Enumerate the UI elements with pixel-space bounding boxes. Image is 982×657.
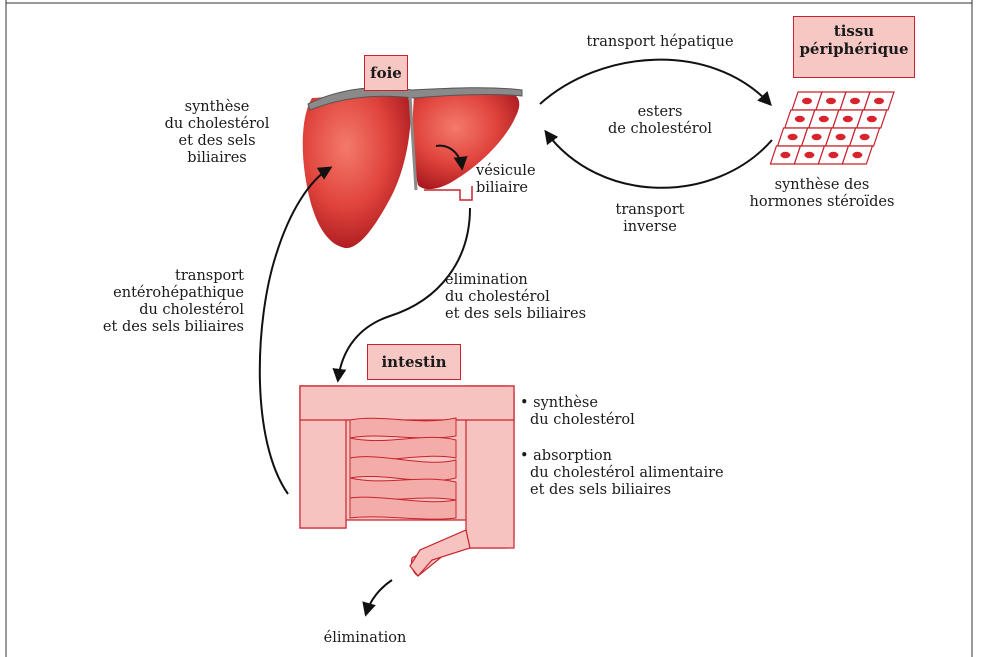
label-synthese-hormones: synthèse des hormones stéroïdes [742,177,902,211]
label-elimination-bile: élimination du cholestérol et des sels b… [445,272,586,323]
arrow-transport-inverse [546,132,772,188]
liver-box: foie [364,55,408,91]
liver-left-lobe [303,92,411,248]
label-vesicule: vésicule biliaire [476,163,536,197]
tissue-cell-nucleus [780,152,790,158]
tissue-cell-nucleus [788,134,798,140]
label-synthese-foie: synthèse du cholestérol et des sels bili… [152,99,282,167]
label-transport-hepatique: transport hépatique [570,34,750,51]
tissue-cell-nucleus [836,134,846,140]
arrow-elimination-final [366,580,392,614]
label-elimination: élimination [300,630,430,647]
tissue-cell-nucleus [802,98,812,104]
label-transport-inverse: transport inverse [590,202,710,236]
tissue-cell-nucleus [850,98,860,104]
tissue-cell-nucleus [874,98,884,104]
label-esters: esters de cholestérol [590,104,730,138]
tissue-cell-nucleus [860,134,870,140]
tissue-cell-nucleus [826,98,836,104]
tissue-cell-nucleus [843,116,853,122]
tissue-cell-nucleus [852,152,862,158]
tissue-cell-nucleus [804,152,814,158]
arrow-transport-hepatique [540,60,770,104]
intestine-illustration [300,386,514,576]
tissue-cell-nucleus [867,116,877,122]
tissue-cell-nucleus [812,134,822,140]
peripheral-tissue-grid [770,92,894,164]
label-enterohepatique: transport entérohépathique du cholestéro… [40,268,244,336]
tissue-box: tissu périphérique [793,16,915,78]
tissue-cell-nucleus [828,152,838,158]
tissue-cell-nucleus [795,116,805,122]
label-synthese-intestin: • synthèse du cholestérol [520,395,635,429]
label-absorption: • absorption du cholestérol alimentaire … [520,448,724,499]
small-intestine-loops [350,418,456,519]
tissue-cell-nucleus [819,116,829,122]
intestine-box: intestin [367,344,461,380]
